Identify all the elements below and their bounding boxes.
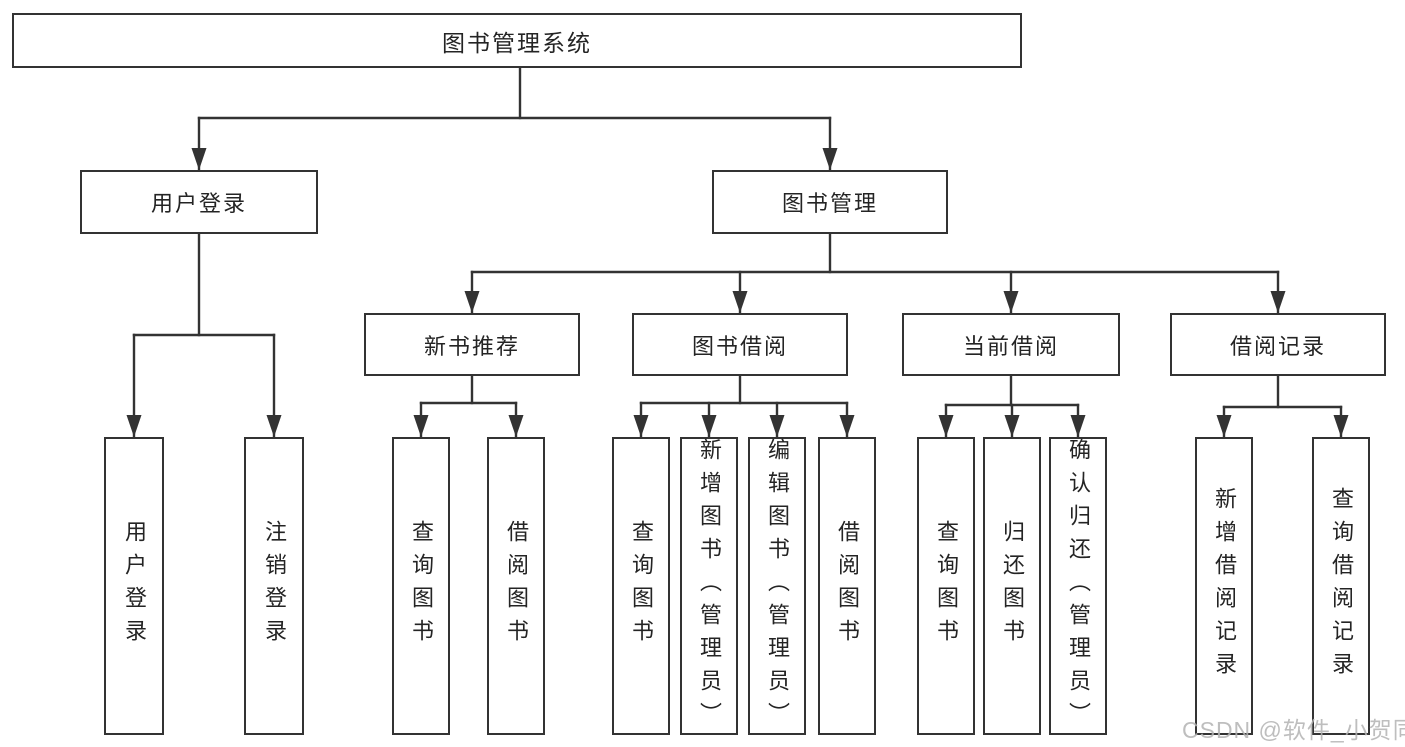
leaf-new-rec-query-books-label: 查询图书 <box>409 520 434 652</box>
leaf-query-borrow-record: 查询借阅记录 <box>1312 437 1370 735</box>
leaf-current-query-books: 查询图书 <box>917 437 975 735</box>
leaf-user-login: 用户登录 <box>104 437 164 735</box>
leaf-confirm-return-admin-label: 确认归还（管理员） <box>1066 437 1091 735</box>
leaf-return-books: 归还图书 <box>983 437 1041 735</box>
leaf-add-books-admin-label: 新增图书（管理员） <box>697 437 722 735</box>
leaf-current-query-books-label: 查询图书 <box>934 520 959 652</box>
leaf-borrow-books-label: 借阅图书 <box>835 520 860 652</box>
leaf-add-borrow-record: 新增借阅记录 <box>1195 437 1253 735</box>
leaf-new-rec-borrow-books-label: 借阅图书 <box>504 520 529 652</box>
node-borrow-records: 借阅记录 <box>1170 313 1386 376</box>
leaf-confirm-return-admin: 确认归还（管理员） <box>1049 437 1107 735</box>
leaf-edit-books-admin: 编辑图书（管理员） <box>748 437 806 735</box>
leaf-add-borrow-record-label: 新增借阅记录 <box>1212 487 1237 685</box>
leaf-user-login-label: 用户登录 <box>122 520 147 652</box>
leaf-edit-books-admin-label: 编辑图书（管理员） <box>765 437 790 735</box>
leaf-borrow-query-books: 查询图书 <box>612 437 670 735</box>
leaf-return-books-label: 归还图书 <box>1000 520 1025 652</box>
node-new-book-recommend: 新书推荐 <box>364 313 580 376</box>
leaf-new-rec-query-books: 查询图书 <box>392 437 450 735</box>
node-book-management: 图书管理 <box>712 170 948 234</box>
node-book-borrow: 图书借阅 <box>632 313 848 376</box>
node-user-login: 用户登录 <box>80 170 318 234</box>
csdn-watermark: CSDN @软件_小贺同学 <box>1182 717 1405 743</box>
leaf-new-rec-borrow-books: 借阅图书 <box>487 437 545 735</box>
leaf-logout: 注销登录 <box>244 437 304 735</box>
leaf-borrow-query-books-label: 查询图书 <box>629 520 654 652</box>
leaf-query-borrow-record-label: 查询借阅记录 <box>1329 487 1354 685</box>
node-current-borrow: 当前借阅 <box>902 313 1120 376</box>
node-root-system: 图书管理系统 <box>12 13 1022 68</box>
leaf-logout-label: 注销登录 <box>262 520 287 652</box>
leaf-add-books-admin: 新增图书（管理员） <box>680 437 738 735</box>
leaf-borrow-books: 借阅图书 <box>818 437 876 735</box>
